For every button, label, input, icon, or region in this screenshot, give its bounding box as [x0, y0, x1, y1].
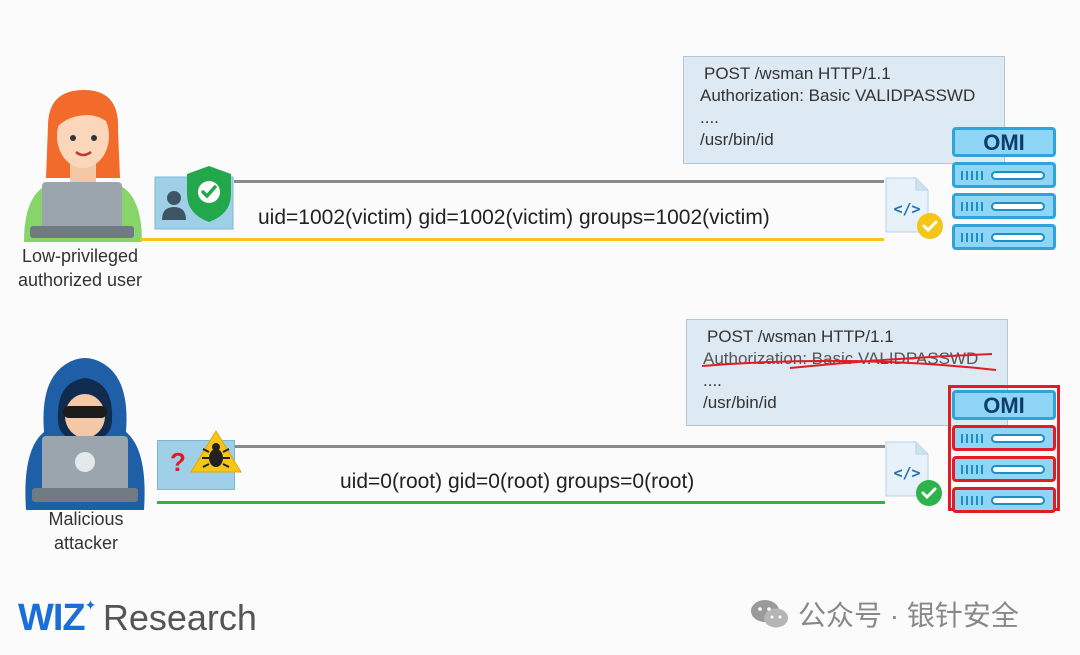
svg-text:</>: </> — [893, 200, 920, 218]
strikethrough-mark — [701, 353, 997, 371]
server-rack — [952, 425, 1056, 451]
code-doc-icon: </> — [885, 441, 929, 497]
shield-check-icon — [187, 166, 231, 222]
request-line: Authorization: Basic VALIDPASSWD — [700, 86, 976, 105]
request-box-top: POST /wsman HTTP/1.1 Authorization: Basi… — [683, 56, 1005, 164]
request-line: .... — [703, 371, 722, 390]
server-rack — [952, 487, 1056, 513]
server-rack — [952, 193, 1056, 219]
omi-server-top: OMI — [952, 127, 1056, 250]
response-text-top: uid=1002(victim) gid=1002(victim) groups… — [258, 206, 770, 229]
server-rack — [952, 224, 1056, 250]
request-line-top — [234, 180, 884, 183]
user-label-top: Low-privileged authorized user — [0, 244, 160, 292]
hacker-icon — [25, 358, 145, 510]
omi-label: OMI — [952, 127, 1056, 157]
request-line: .... — [700, 108, 719, 127]
check-badge-icon — [917, 213, 943, 239]
question-mark: ? — [170, 447, 186, 477]
user-label-line: Malicious — [48, 509, 124, 529]
user-label-bottom: Malicious attacker — [6, 507, 166, 555]
response-line-top — [140, 238, 884, 241]
omi-server-bottom: OMI — [952, 390, 1056, 513]
omi-label: OMI — [952, 390, 1056, 420]
request-line-bottom — [235, 445, 885, 448]
bug-warning-icon — [190, 430, 242, 473]
user-label-line: authorized user — [17, 270, 143, 290]
svg-text:</>: </> — [893, 464, 920, 482]
logo-research: Research — [102, 597, 257, 638]
watermark-text: 公众号 · 银针安全 — [798, 600, 1019, 631]
server-rack — [952, 456, 1056, 482]
response-text-bottom: uid=0(root) gid=0(root) groups=0(root) — [340, 470, 695, 493]
wiz-research-logo: WIZ✦ Research — [18, 597, 257, 640]
response-line-bottom — [157, 501, 885, 504]
code-doc-icon: </> — [885, 177, 929, 233]
user-woman-icon — [24, 90, 142, 242]
request-line: /usr/bin/id — [703, 393, 777, 412]
request-line: POST /wsman HTTP/1.1 — [704, 64, 891, 83]
logo-star: ✦ — [84, 597, 97, 613]
user-label-line: Low-privileged — [21, 246, 139, 266]
user-label-line: attacker — [53, 533, 119, 553]
request-line: POST /wsman HTTP/1.1 — [707, 327, 894, 346]
request-line: /usr/bin/id — [700, 130, 774, 149]
watermark: 公众号 · 银针安全 — [750, 594, 1019, 634]
logo-wiz: WIZ — [18, 597, 86, 639]
server-rack — [952, 162, 1056, 188]
wechat-icon — [751, 600, 788, 628]
check-badge-icon — [916, 480, 942, 506]
